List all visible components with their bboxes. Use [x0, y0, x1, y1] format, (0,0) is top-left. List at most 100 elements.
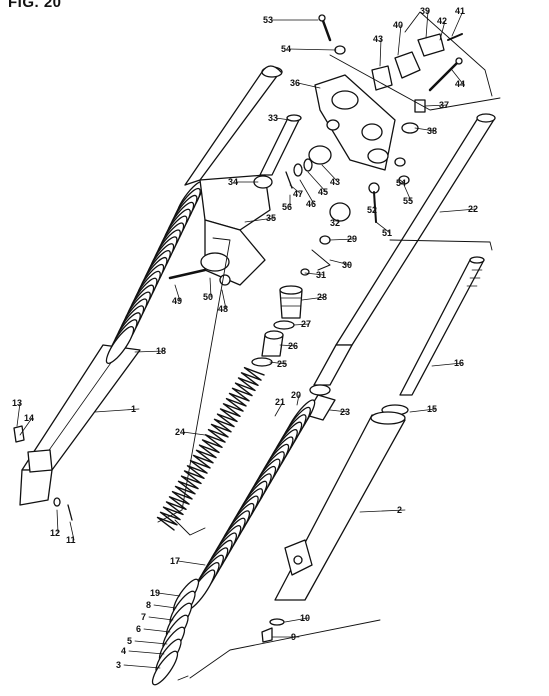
- leader-line-p47: [289, 184, 302, 195]
- leader-line-p51: [375, 221, 391, 234]
- part-label-p4: 4: [121, 646, 126, 656]
- leader-line-p40: [397, 24, 402, 56]
- upper-bracket: [314, 74, 396, 171]
- leader-line-p42: [439, 20, 446, 41]
- right-fork-tube: [305, 113, 496, 421]
- part-label-p11: 11: [66, 535, 76, 545]
- part-label-p9: 9: [291, 632, 296, 642]
- part-label-p5: 5: [127, 636, 132, 646]
- leader-line-p21: [274, 401, 284, 417]
- leader-line-p43a: [379, 38, 382, 67]
- part-label-p19: 19: [150, 588, 160, 598]
- callout-leaders: [16, 10, 477, 669]
- part-label-p27: 27: [301, 319, 311, 329]
- axle-hardware: [13, 425, 73, 521]
- leader-line-p54a: [288, 48, 337, 51]
- part-label-p55: 55: [403, 196, 413, 206]
- leader-line-p10: [284, 617, 309, 623]
- leader-line-p4: [128, 650, 165, 655]
- leader-line-p11: [69, 521, 75, 541]
- part-label-p3: 3: [116, 660, 121, 670]
- part-label-p18: 18: [156, 346, 166, 356]
- part-label-p41: 41: [455, 6, 465, 16]
- part-label-p31: 31: [316, 270, 326, 280]
- part-label-p49: 49: [172, 296, 182, 306]
- damper-rod: [381, 256, 485, 416]
- part-label-p50: 50: [203, 292, 213, 302]
- leader-line-p33: [275, 117, 291, 121]
- part-label-p21: 21: [275, 397, 285, 407]
- part-label-p26: 26: [288, 341, 298, 351]
- part-label-p7: 7: [141, 612, 146, 622]
- leader-line-p49: [174, 284, 181, 302]
- leader-line-p17: [177, 560, 206, 566]
- part-label-p10: 10: [300, 613, 310, 623]
- leader-line-p45: [307, 171, 327, 193]
- leader-line-p28: [301, 296, 326, 301]
- part-label-p23: 23: [340, 407, 350, 417]
- part-label-p48: 48: [218, 304, 228, 314]
- leader-line-p26: [279, 344, 297, 347]
- leader-line-p37: [424, 104, 448, 107]
- leader-line-p14: [19, 417, 33, 436]
- part-label-p32: 32: [330, 218, 340, 228]
- part-label-p28: 28: [317, 292, 327, 302]
- leader-line-p8: [153, 604, 177, 609]
- spring-coil: [156, 366, 265, 531]
- leader-line-p46: [299, 179, 315, 205]
- part-label-p56: 56: [282, 202, 292, 212]
- seal-stack: [151, 578, 200, 686]
- leader-line-p39: [425, 10, 429, 39]
- part-label-p52: 52: [367, 205, 377, 215]
- leader-line-p29: [329, 238, 356, 241]
- part-label-p29: 29: [347, 234, 357, 244]
- leader-line-p27: [293, 323, 310, 326]
- part-label-p20: 20: [291, 390, 301, 400]
- leader-line-p20: [296, 394, 300, 406]
- leader-line-p36: [297, 82, 321, 89]
- part-label-p37: 37: [439, 100, 449, 110]
- part-label-p15: 15: [427, 404, 437, 414]
- leader-line-p50: [209, 277, 212, 298]
- leader-line-p35: [244, 217, 275, 223]
- leader-line-p15: [409, 408, 436, 413]
- leader-line-p38: [414, 127, 436, 132]
- leader-line-p54b: [399, 179, 405, 184]
- part-label-p40: 40: [393, 20, 403, 30]
- part-label-p1: 1: [131, 404, 136, 414]
- part-label-p14: 14: [24, 413, 34, 423]
- leader-line-p44: [451, 69, 464, 85]
- part-label-p12: 12: [50, 528, 60, 538]
- leader-line-p12: [56, 509, 59, 534]
- part-label-p39: 39: [420, 6, 430, 16]
- handlebar-clamps: [318, 14, 463, 92]
- bellows-ring: [151, 650, 179, 686]
- part-label-p46: 46: [306, 199, 316, 209]
- part-label-p51: 51: [382, 228, 392, 238]
- part-label-p30: 30: [342, 260, 352, 270]
- part-label-p17: 17: [170, 556, 180, 566]
- part-label-p24: 24: [175, 427, 185, 437]
- part-label-p54a: 54: [281, 44, 291, 54]
- part-label-p47: 47: [293, 189, 303, 199]
- part-label-p43a: 43: [373, 34, 383, 44]
- leader-line-p22: [439, 208, 477, 213]
- leader-line-p55: [403, 184, 412, 202]
- part-label-p43b: 43: [330, 177, 340, 187]
- leader-line-p1: [94, 408, 140, 413]
- part-label-p44: 44: [455, 79, 465, 89]
- assembly-guide-lines: [157, 11, 501, 681]
- leader-line-p41: [451, 10, 464, 37]
- leader-line-p30: [329, 259, 351, 266]
- part-label-p35: 35: [266, 213, 276, 223]
- part-label-p16: 16: [454, 358, 464, 368]
- leader-line-p6: [143, 628, 171, 633]
- leader-line-p16: [431, 362, 463, 367]
- leader-line-p25: [269, 361, 286, 365]
- small-hardware: [285, 99, 426, 276]
- part-label-p53: 53: [263, 15, 273, 25]
- left-fork-bellows: [105, 181, 205, 364]
- fork-spring: [156, 366, 265, 531]
- leader-line-p52: [373, 199, 376, 211]
